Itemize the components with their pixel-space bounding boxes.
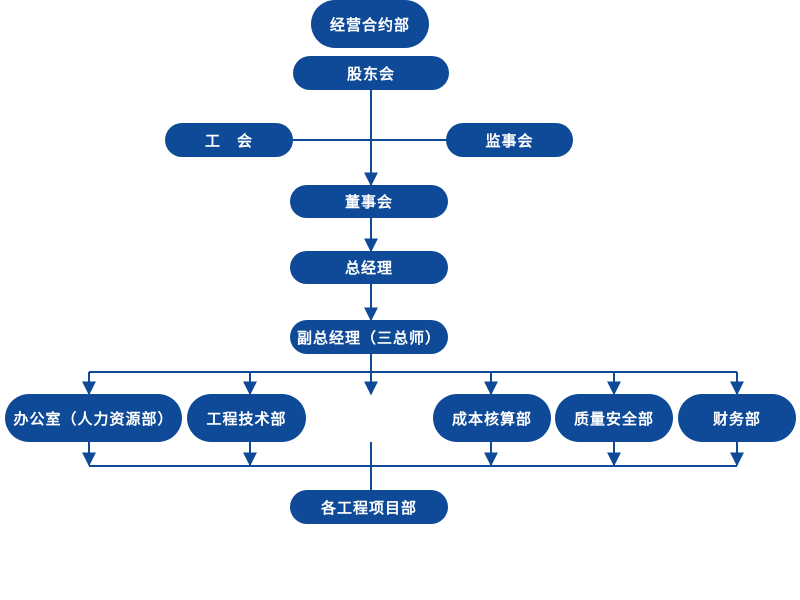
node-project-departments: 各工程项目部 bbox=[290, 490, 448, 524]
node-cost-accounting: 成本核算部 bbox=[433, 394, 551, 442]
node-supervisors: 监事会 bbox=[446, 123, 573, 157]
node-engineering: 工程技术部 bbox=[187, 394, 306, 442]
node-shareholders: 股东会 bbox=[293, 56, 449, 90]
node-quality-safety: 质量安全部 bbox=[555, 394, 673, 442]
node-business-contract: 经营合约部 bbox=[311, 0, 429, 48]
node-general-manager: 总经理 bbox=[290, 251, 448, 284]
node-admin-office: 办公室（人力资源部） bbox=[5, 394, 182, 442]
node-vice-general-manager: 副总经理（三总师） bbox=[290, 320, 448, 354]
node-board: 董事会 bbox=[290, 185, 448, 218]
node-finance: 财务部 bbox=[678, 394, 796, 442]
node-union: 工 会 bbox=[165, 123, 293, 157]
